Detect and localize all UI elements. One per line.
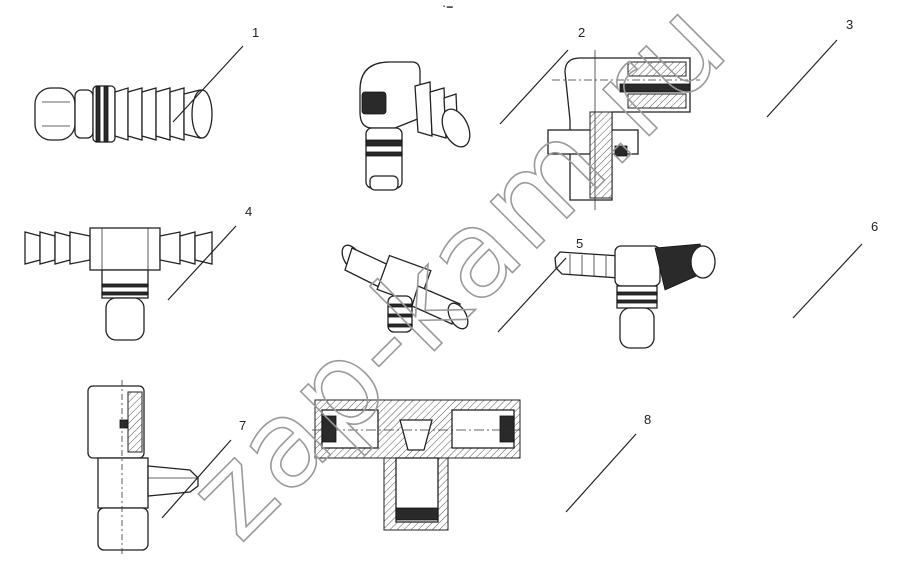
part-6-elbow-plug (554, 243, 716, 349)
leader-7 (161, 439, 232, 519)
part-5-tee-plug (341, 244, 469, 333)
part-3-elbow-section (547, 50, 700, 210)
callout-8: 8 (644, 412, 651, 427)
callout-2: 2 (578, 25, 585, 40)
part-8-tee-section (312, 399, 522, 531)
leader-6 (792, 243, 863, 319)
callout-1: 1 (252, 25, 259, 40)
part-7-vertical-section (87, 380, 199, 556)
top-mark: ▪ ▬ (443, 4, 453, 10)
part-1-straight-connector (34, 85, 213, 143)
part-4-tee-barb (24, 227, 213, 341)
callout-6: 6 (871, 219, 878, 234)
callout-4: 4 (245, 204, 252, 219)
part-2-elbow-barb (359, 61, 471, 191)
leader-2 (499, 49, 569, 125)
callout-3: 3 (846, 17, 853, 32)
callout-7: 7 (239, 418, 246, 433)
callout-lines (161, 39, 863, 519)
callout-numbers: 1 2 3 4 5 6 7 8 (239, 17, 878, 433)
callout-5: 5 (576, 236, 583, 251)
leader-8 (565, 433, 637, 513)
leader-3 (766, 39, 838, 118)
leader-4 (167, 225, 237, 301)
leader-5 (497, 257, 567, 333)
leader-1 (172, 45, 244, 123)
